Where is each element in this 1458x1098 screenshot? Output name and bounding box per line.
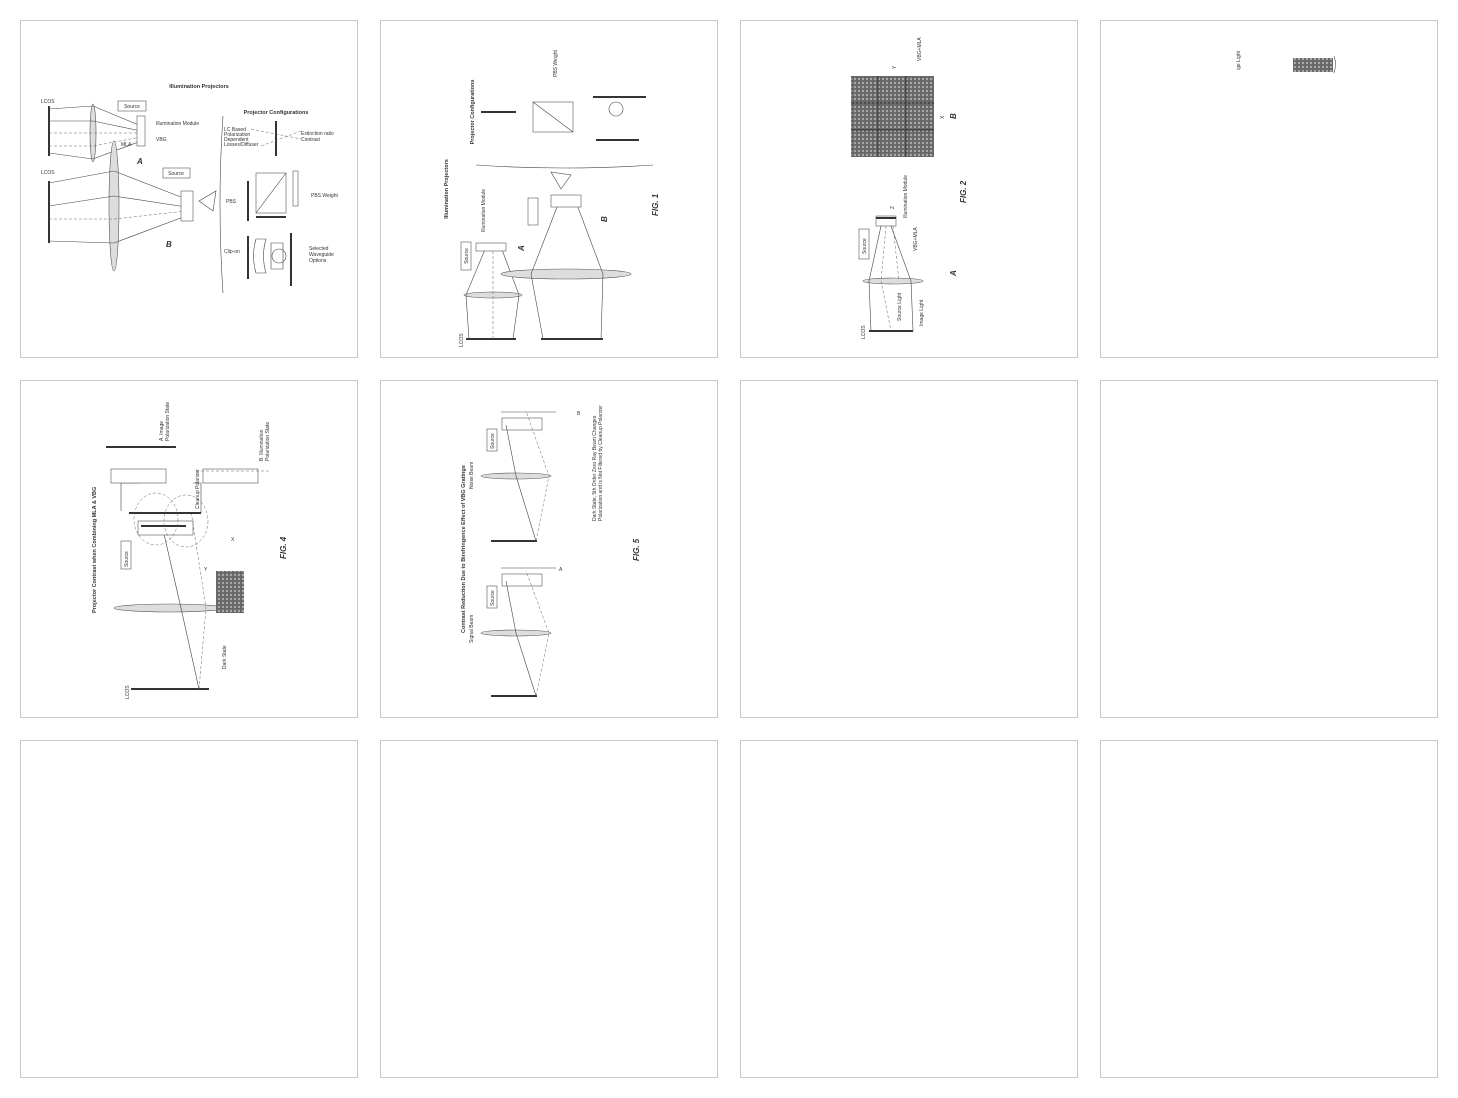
label-projector-configurations: Projector Configurations bbox=[244, 110, 309, 116]
label-z: Z bbox=[890, 206, 896, 209]
label-a: A bbox=[517, 245, 526, 252]
figure-title: Projector Contrast when Combining MLA & … bbox=[92, 487, 98, 613]
figure-label: FIG. 1 bbox=[651, 193, 660, 216]
label-pbs-weight: PBS Weight bbox=[311, 193, 338, 199]
label-source: Source bbox=[490, 590, 496, 606]
label-b-illumination: B. Illumination bbox=[259, 429, 265, 461]
page-thumbnail-7[interactable] bbox=[740, 380, 1078, 718]
page-thumbnail-1[interactable]: Illumination Projectors LCOS Source Illu… bbox=[20, 20, 358, 358]
label-waveguide: Options bbox=[309, 258, 327, 264]
label-b: B bbox=[949, 113, 958, 119]
figure-title: Contrast Reduction Due to Birefringence … bbox=[461, 465, 467, 633]
page-thumbnail-8[interactable] bbox=[1100, 380, 1438, 718]
label-b: B bbox=[577, 411, 581, 417]
label-lc: Losses/Diffuser bbox=[224, 142, 259, 148]
label-lcos: LCOS bbox=[41, 99, 55, 105]
diagram-b: Source B bbox=[480, 410, 581, 542]
label-x: X bbox=[940, 115, 946, 119]
label-lcos: LCOS bbox=[861, 325, 867, 339]
label-source-light: Source Light bbox=[897, 292, 903, 321]
label-mla: MLA bbox=[121, 142, 132, 148]
label-vbg: VBG bbox=[156, 137, 167, 143]
figure-fragment: ige Light bbox=[1236, 50, 1336, 74]
label-y: Y bbox=[204, 567, 208, 573]
vbg-mla-grid bbox=[851, 76, 934, 157]
figure-title: Illumination Projectors bbox=[169, 84, 229, 90]
figure-title: Illumination Projectors bbox=[444, 159, 450, 219]
label-b-polarization-state: Polarization State bbox=[265, 422, 271, 461]
page-thumbnail-4[interactable]: ige Light bbox=[1100, 20, 1438, 358]
label-lcos-b: LCOS bbox=[41, 170, 55, 176]
label-image-light: Image Light bbox=[919, 299, 925, 326]
page-thumbnail-11[interactable] bbox=[740, 740, 1078, 1078]
label-x: X bbox=[231, 537, 235, 543]
label-a: A bbox=[136, 157, 143, 166]
label-lc: Dependent bbox=[224, 137, 249, 143]
label-illumination-module: Illumination Module bbox=[156, 121, 199, 127]
label-y: Y bbox=[892, 65, 898, 69]
label-dark-state: Dark State bbox=[222, 645, 228, 669]
page-thumbnail-2[interactable]: Illumination Projectors LCOS Source Illu… bbox=[380, 20, 718, 358]
page-thumbnail-3[interactable]: Y VBG+MLA X B FIG. 2 A Illumination Modu… bbox=[740, 20, 1078, 358]
figure-label: FIG. 4 bbox=[279, 536, 288, 559]
label-source: Source bbox=[862, 238, 868, 254]
label-image-light: ige Light bbox=[1236, 50, 1242, 70]
label-source-b: Source bbox=[490, 433, 496, 449]
page-thumbnail-9[interactable] bbox=[20, 740, 358, 1078]
label-clip-on: Clip-on bbox=[224, 249, 240, 255]
label-pbs-weight: PBS Weight bbox=[553, 50, 559, 77]
label-lc: LC Based bbox=[224, 127, 246, 133]
label-illumination-module: Illumination Module bbox=[903, 175, 909, 218]
label-waveguide: Waveguide bbox=[309, 252, 334, 258]
label-projector-configurations: Projector Configurations bbox=[470, 80, 476, 145]
label-note: Dark State, 5th Order Zero Ray Beam Chan… bbox=[592, 415, 598, 521]
label-pbs: PBS bbox=[226, 199, 237, 205]
label-source: Source bbox=[464, 248, 470, 264]
page-thumbnail-6[interactable]: Contrast Reduction Due to Birefringence … bbox=[380, 380, 718, 718]
label-note: Polarization and is Not Filtered by Clea… bbox=[598, 405, 604, 521]
label-a: A bbox=[949, 270, 958, 277]
page-thumbnail-10[interactable] bbox=[380, 740, 718, 1078]
label-a-polarization-state: Polarization State bbox=[165, 402, 171, 441]
label-lcos: LCOS bbox=[125, 685, 131, 699]
figure-fig-1: Illumination Projectors LCOS Source Illu… bbox=[444, 50, 660, 347]
label-illumination-module: Illumination Module bbox=[481, 189, 487, 232]
diagram-a: Source A bbox=[480, 567, 563, 697]
figure-fig-5: Contrast Reduction Due to Birefringence … bbox=[461, 405, 641, 697]
label-contrast: Contrast bbox=[301, 137, 321, 143]
label-source: Source bbox=[124, 551, 130, 567]
label-cleanup-polarizer: Cleanup Polarizer bbox=[195, 469, 201, 509]
label-vbg-mla: VBG+MLA bbox=[917, 37, 923, 61]
label-source-b: Source bbox=[168, 171, 184, 177]
label-b: B bbox=[600, 216, 609, 222]
label-noise-beam: Noise Beam bbox=[469, 462, 475, 489]
label-vbg-mla-a: VBG+MLA bbox=[913, 227, 919, 251]
page-thumbnail-5[interactable]: Projector Contrast when Combining MLA & … bbox=[20, 380, 358, 718]
figure-illumination-projectors: Illumination Projectors LCOS Source Illu… bbox=[41, 84, 338, 294]
figure-fig-2: Y VBG+MLA X B FIG. 2 A Illumination Modu… bbox=[851, 37, 968, 339]
label-lcos: LCOS bbox=[459, 333, 465, 347]
figure-fig-4: Projector Contrast when Combining MLA & … bbox=[92, 402, 288, 699]
label-source: Source bbox=[124, 104, 140, 110]
figure-label: FIG. 2 bbox=[959, 180, 968, 203]
label-extinction: Extinction ratio bbox=[301, 131, 334, 137]
label-a-image: A. Image bbox=[159, 421, 165, 441]
label-b: B bbox=[166, 240, 172, 249]
label-waveguide: Selected bbox=[309, 246, 329, 252]
page-thumbnail-12[interactable] bbox=[1100, 740, 1438, 1078]
figure-label: FIG. 5 bbox=[632, 538, 641, 561]
label-signal-beam: Signal Beam bbox=[469, 615, 475, 643]
label-a: A bbox=[559, 567, 563, 573]
label-lc: Polarization bbox=[224, 132, 250, 138]
